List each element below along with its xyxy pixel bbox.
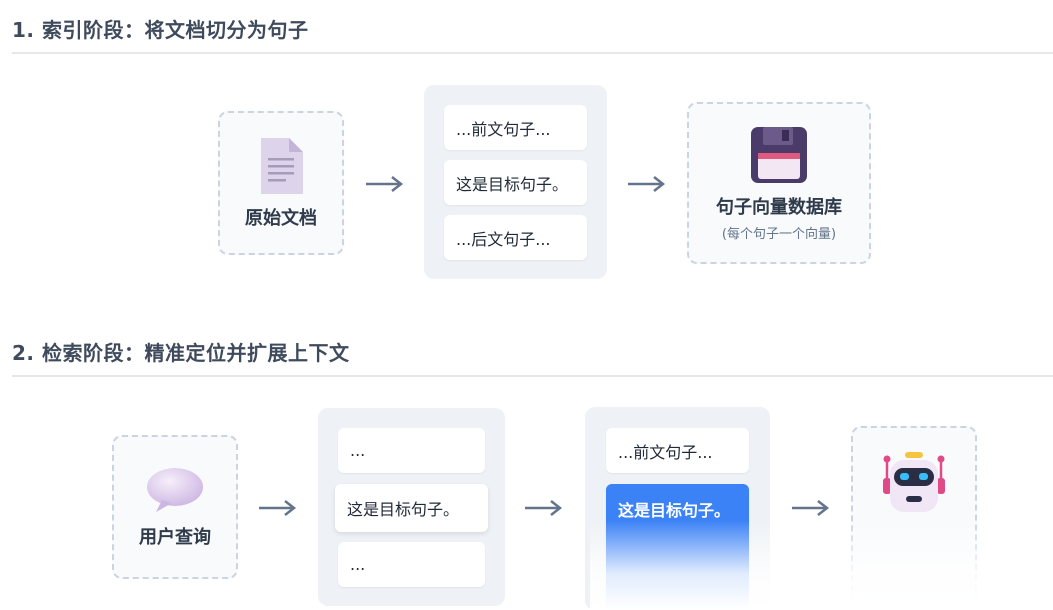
expanded-context-panel: ...前文句子... 这是目标句子。 xyxy=(585,407,770,610)
arrow-right-icon xyxy=(366,176,404,192)
section-1-divider xyxy=(12,52,1053,54)
section-2-divider xyxy=(12,375,1053,377)
sentence-vector-db-card: 句子向量数据库 (每个句子一个向量) xyxy=(687,102,871,264)
sentence-split-panel: ...前文句子... 这是目标句子。 ...后文句子... xyxy=(424,85,607,279)
arrow-right-icon xyxy=(525,500,563,516)
retrieved-item-prev: ... xyxy=(338,428,485,473)
robot-icon xyxy=(883,452,945,512)
arrow-right-icon xyxy=(792,500,830,516)
retrieved-sentence-panel: ... 这是目标句子。 ... xyxy=(318,408,505,606)
arrow-right-icon xyxy=(628,176,666,192)
section-2-title: 2. 检索阶段：精准定位并扩展上下文 xyxy=(12,341,350,365)
source-document-card: 原始文档 xyxy=(218,111,344,255)
floppy-disk-icon xyxy=(751,126,807,183)
expanded-item-target: 这是目标句子。 xyxy=(606,484,749,610)
retrieved-item-next: ... xyxy=(338,542,485,587)
sentence-vector-db-sublabel: (每个句子一个向量) xyxy=(721,226,837,242)
arrow-right-icon xyxy=(259,500,297,516)
user-query-label: 用户查询 xyxy=(139,527,211,548)
expanded-item-prev: ...前文句子... xyxy=(606,428,749,473)
document-icon xyxy=(261,138,303,194)
sentence-vector-db-label: 句子向量数据库 xyxy=(716,196,842,218)
sentence-item-target: 这是目标句子。 xyxy=(444,160,587,205)
source-document-label: 原始文档 xyxy=(245,208,317,229)
sentence-item-prev: ...前文句子... xyxy=(444,105,587,150)
user-query-card: 用户查询 xyxy=(112,435,238,579)
retrieved-item-target: 这是目标句子。 xyxy=(335,484,488,532)
section-1-title: 1. 索引阶段：将文档切分为句子 xyxy=(12,18,309,42)
speech-bubble-icon xyxy=(147,468,203,512)
sentence-item-next: ...后文句子... xyxy=(444,215,587,260)
llm-robot-card xyxy=(851,426,977,610)
